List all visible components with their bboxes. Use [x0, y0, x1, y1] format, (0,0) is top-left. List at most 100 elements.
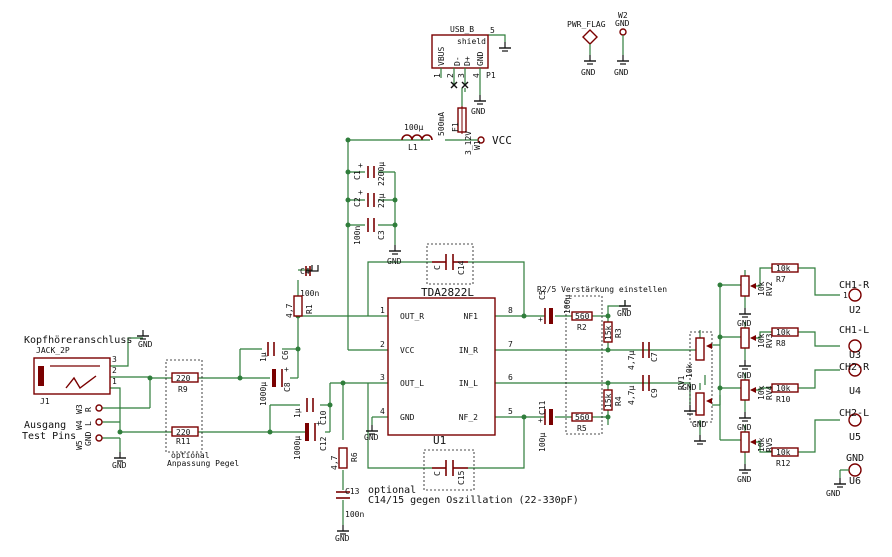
svg-text:4,7µ: 4,7µ: [627, 386, 636, 405]
chip-value: TDA2822L: [421, 286, 474, 299]
svg-text:Ausgang: Ausgang: [24, 420, 66, 431]
svg-text:R11: R11: [176, 437, 191, 446]
output-u4: CH2-R U4: [839, 362, 870, 397]
svg-text:CH1-R: CH1-R: [839, 280, 870, 291]
svg-text:GND: GND: [138, 340, 153, 349]
chip-pin-num: 8: [508, 306, 513, 315]
svg-text:100n: 100n: [300, 289, 319, 298]
svg-text:10k: 10k: [685, 363, 694, 378]
usb-pin: GND: [476, 51, 485, 66]
chip-pin-name: NF_2: [459, 413, 478, 422]
svg-text:1: 1: [843, 291, 848, 300]
svg-text:GND: GND: [692, 420, 707, 429]
svg-text:C3: C3: [377, 230, 386, 240]
output-u3: CH1-L U3: [839, 325, 869, 361]
svg-text:R3: R3: [614, 328, 623, 338]
svg-text:C: C: [433, 471, 442, 476]
svg-text:1µ: 1µ: [259, 352, 268, 362]
svg-text:U3: U3: [849, 350, 861, 361]
svg-text:C10: C10: [319, 410, 328, 425]
svg-text:C12: C12: [319, 436, 328, 451]
svg-text:C1: C1: [353, 170, 362, 180]
chip-pin-num: 5: [508, 407, 513, 416]
junctions: [117, 137, 723, 435]
svg-text:+: +: [358, 188, 363, 197]
svg-text:R9: R9: [178, 385, 188, 394]
svg-text:GND: GND: [84, 431, 93, 446]
resistor-r12: 10k R12: [771, 447, 799, 468]
pwr-flag: PWR_FLAG GND: [567, 20, 606, 77]
svg-text:C: C: [433, 265, 442, 270]
svg-text:R10: R10: [776, 395, 791, 404]
svg-text:GND: GND: [112, 461, 127, 470]
optional-level-area: [165, 359, 203, 453]
output-u6: GND U6: [840, 453, 864, 487]
svg-text:U6: U6: [849, 476, 861, 487]
svg-text:RV3: RV3: [765, 333, 774, 348]
usb-shield: shield: [457, 37, 486, 46]
svg-text:GND: GND: [387, 257, 402, 266]
svg-text:CH1-L: CH1-L: [839, 325, 869, 336]
chip-pin-name: OUT_R: [400, 312, 424, 321]
gain-note: R2/5 Verstärkung einstellen: [537, 285, 667, 294]
svg-text:C6: C6: [281, 350, 290, 360]
svg-text:GND: GND: [737, 475, 752, 484]
resistor-r1: 4,7 R1: [285, 295, 314, 318]
svg-text:10k: 10k: [757, 437, 766, 452]
svg-text:U4: U4: [849, 386, 861, 397]
capacitor-c3: 100n C3: [353, 218, 386, 245]
resistor-r11: 220 R11: [171, 426, 199, 446]
svg-text:CH2-R: CH2-R: [839, 362, 870, 373]
capacitor-c9: 4,7µ C9: [627, 375, 659, 405]
svg-text:GND: GND: [364, 433, 379, 442]
svg-text:4,7: 4,7: [285, 303, 294, 318]
svg-text:C5: C5: [538, 290, 547, 300]
svg-text:+: +: [538, 315, 543, 324]
svg-text:10k: 10k: [776, 264, 791, 273]
svg-text:1µ: 1µ: [293, 408, 302, 418]
svg-text:L: L: [84, 421, 93, 426]
svg-text:100µ: 100µ: [538, 433, 547, 452]
capacitor-c8: + 1000µ C8: [259, 365, 292, 406]
chip-pin-name: OUT_L: [400, 379, 424, 388]
chip-pin-num: 4: [380, 407, 385, 416]
svg-text:L1: L1: [408, 143, 418, 152]
capacitor-c5: + C5 100µ: [538, 290, 572, 324]
svg-text:100n: 100n: [345, 510, 364, 519]
svg-text:3: 3: [112, 355, 117, 364]
svg-text:C15: C15: [457, 470, 466, 485]
capacitor-c12: + 1000µ C12: [293, 419, 328, 460]
svg-text:W3: W3: [75, 404, 84, 414]
svg-text:1: 1: [433, 73, 442, 78]
svg-text:CH2-L: CH2-L: [839, 408, 869, 419]
svg-text:C13: C13: [345, 487, 360, 496]
svg-text:+: +: [538, 416, 543, 425]
svg-text:J1: J1: [40, 397, 50, 406]
svg-text:VCC: VCC: [492, 134, 512, 147]
output-u5: CH2-L U5: [839, 408, 869, 443]
jack-title: Kopfhöreranschluss: [24, 335, 132, 346]
chip-pin-num: 3: [380, 373, 385, 382]
svg-text:10k: 10k: [776, 448, 791, 457]
resistor-r9: 220 R9: [171, 372, 199, 394]
fuse-f1: 500mA F1: [437, 106, 467, 136]
svg-text:R7: R7: [776, 275, 786, 284]
chip-pin-name: NF1: [464, 312, 479, 321]
svg-text:+: +: [284, 365, 289, 374]
svg-text:GND: GND: [826, 489, 841, 498]
usb-pin: D+: [463, 56, 472, 66]
svg-text:100n: 100n: [353, 226, 362, 245]
svg-text:15k: 15k: [604, 325, 613, 340]
chip-pin-name: VCC: [400, 346, 415, 355]
svg-text:Anpassung Pegel: Anpassung Pegel: [167, 459, 239, 468]
chip-pin-num: 1: [380, 306, 385, 315]
svg-text:GND: GND: [737, 371, 752, 380]
potentiometer-rv5: 10k RV5: [740, 431, 774, 453]
resistor-r4: 15k R4: [603, 389, 623, 411]
output-u2: CH1-R U2 1: [839, 280, 870, 316]
svg-text:4,7µ: 4,7µ: [627, 351, 636, 370]
svg-text:2: 2: [112, 366, 117, 375]
svg-text:W5: W5: [75, 440, 84, 450]
svg-text:R5: R5: [577, 424, 587, 433]
usb-pin5: 5: [490, 26, 495, 35]
